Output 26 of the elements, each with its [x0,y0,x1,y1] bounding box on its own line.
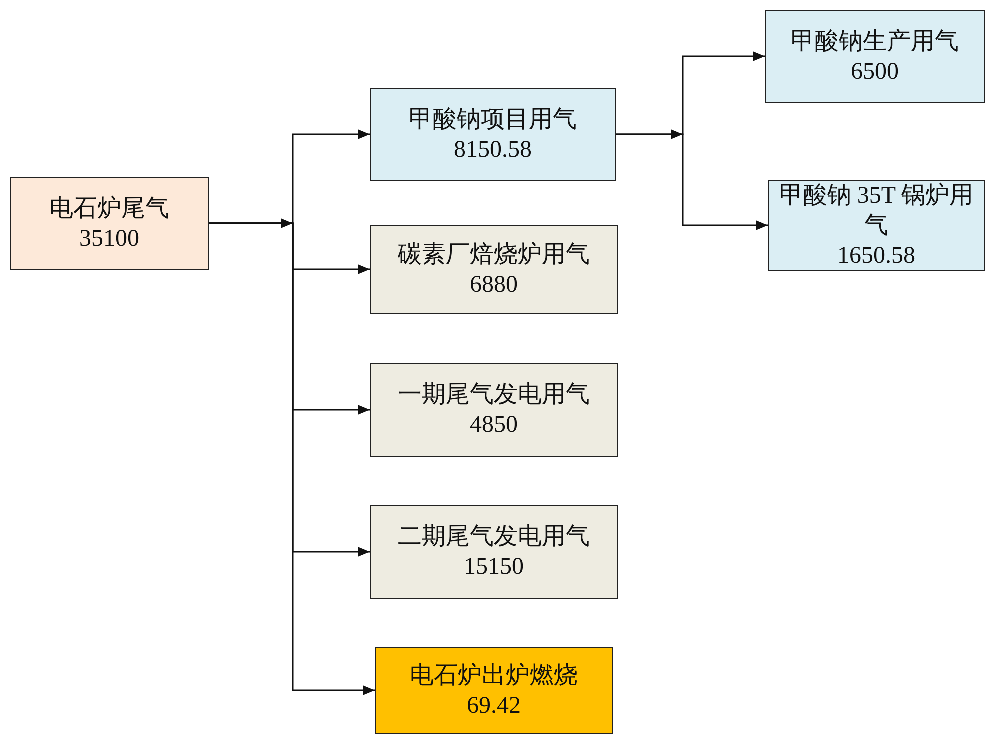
flow-box [370,363,618,457]
box-value: 4850 [470,411,518,440]
flow-box [370,505,618,599]
box-value: 35100 [80,224,140,254]
flow-box [10,177,209,270]
box-value: 15150 [464,553,524,582]
box-title: 二期尾气发电用气 [398,523,590,552]
box-title: 一期尾气发电用气 [398,381,590,410]
arrow [209,222,375,696]
box-title: 碳素厂焙烧炉用气 [398,240,590,270]
box-title: 甲酸钠 35T 锅炉用气 [778,182,975,240]
arrow [616,134,768,230]
box-title: 电石炉出炉燃烧 [410,662,578,690]
flow-box [370,88,616,181]
box-value: 8150.58 [454,136,532,164]
flow-box [370,225,618,314]
flow-box [375,647,613,734]
flow-box [765,10,985,103]
box-title: 电石炉尾气 [50,194,170,224]
box-value: 6880 [470,270,518,300]
box-title: 甲酸钠生产用气 [791,28,959,56]
box-value: 6500 [851,58,899,86]
box-title: 甲酸钠项目用气 [409,106,577,134]
flow-box [768,180,985,271]
box-value: 1650.58 [838,242,916,270]
box-value: 69.42 [467,692,521,720]
